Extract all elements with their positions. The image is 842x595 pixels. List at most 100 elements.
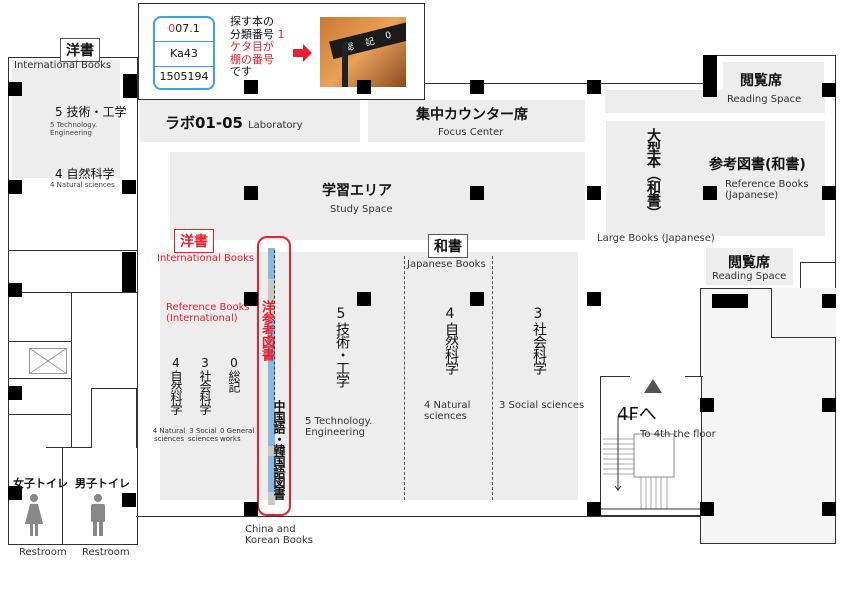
pillar — [122, 493, 136, 507]
jp-shelf-3-en: 3 Social sciences — [499, 400, 585, 411]
japanese-header-en: Japanese Books — [407, 259, 486, 270]
instruction-text: 探す本の 分類番号 1 ケタ目が 棚の番号 です — [230, 15, 285, 79]
reading-top-right-zone — [723, 62, 824, 110]
instruction-line: ケタ目が — [230, 40, 274, 53]
reference-japanese-zone — [606, 121, 825, 236]
wall — [62, 447, 63, 545]
wall — [8, 378, 72, 379]
instruction-line: 探す本の — [230, 15, 274, 28]
pillar — [8, 386, 22, 400]
pillar — [587, 186, 601, 200]
study-en: Study Space — [330, 204, 393, 215]
instruction-line: です — [230, 65, 252, 78]
strip-dashed-line — [274, 250, 275, 400]
shelf-number: 3 — [201, 356, 209, 370]
pillar — [244, 292, 258, 306]
pillar — [244, 502, 258, 516]
pillar — [122, 252, 136, 292]
left-sec4-en: 4 Natural sciences — [50, 181, 115, 189]
shelf-jp: 総記 — [227, 370, 241, 392]
pillar — [8, 486, 22, 500]
pillar — [822, 186, 836, 200]
intl-shelf-4: 4 自然科学 — [168, 356, 184, 414]
study-zone — [170, 152, 585, 240]
right-arrow-icon — [293, 44, 313, 66]
right-small-room — [800, 262, 836, 288]
sign-text: 0 — [384, 30, 393, 42]
instruction-highlight: 1 — [277, 27, 285, 41]
lab-zone — [140, 100, 360, 142]
instruction-line: 分類番号 — [230, 27, 274, 41]
jp-shelf-4-en: 4 Natural sciences — [424, 400, 471, 422]
stairs-jp: 4Fへ — [617, 404, 657, 425]
pillar — [244, 80, 258, 94]
shelf-jp: 技術・工学 — [334, 322, 350, 387]
men-icon — [88, 494, 108, 542]
wall — [91, 388, 137, 448]
pillar — [8, 283, 22, 297]
pillar — [357, 80, 371, 94]
pillar — [8, 180, 22, 194]
pillar — [822, 502, 836, 516]
pillar — [822, 398, 836, 412]
call-number-class: 07.1 — [175, 22, 200, 35]
shelf-number: 3 — [533, 306, 543, 322]
lab-label: ラボ01-05 Laboratory — [165, 114, 303, 132]
up-arrow-icon — [644, 378, 662, 397]
pillar — [703, 55, 717, 97]
instruction-line: 棚の番号 — [230, 52, 274, 66]
left-intl-header-en: International Books — [14, 60, 112, 71]
pillar — [712, 294, 748, 308]
focus-en: Focus Center — [438, 127, 504, 138]
call-number-author: Ka43 — [155, 42, 213, 67]
intl-header-en: International Books — [157, 253, 255, 264]
pillar — [700, 398, 714, 412]
reference-strip — [268, 248, 275, 505]
jp-shelf-3: 3 社会科学 — [529, 306, 547, 374]
women-icon — [24, 494, 44, 542]
pillar — [357, 292, 371, 306]
shelf-number: 4 — [445, 306, 455, 322]
wall — [8, 414, 72, 415]
intl-shelf-0: 0 総記 — [226, 356, 242, 392]
jp-shelf-5-en: 5 Technology. Engineering — [305, 416, 373, 438]
reference-intl-en: Reference Books (International) — [166, 302, 250, 324]
shelf-jp: 自然科学 — [443, 322, 459, 374]
large-books-jp: 大型本（和書） — [645, 128, 661, 219]
pillar — [703, 186, 717, 200]
reference-japanese-en: Reference Books (Japanese) — [725, 179, 809, 201]
call-number-first-digit: 0 — [168, 22, 176, 35]
intl-shelf-3-en: 3 Social sciences — [188, 427, 218, 443]
sign-text: 記 — [364, 36, 376, 49]
pillar — [587, 502, 601, 516]
shelf-number: 5 — [336, 306, 346, 322]
intl-shelf-3: 3 社会科学 — [197, 356, 213, 414]
shelf-jp: 自然科学 — [169, 370, 183, 414]
pillar — [470, 292, 484, 306]
pillar — [244, 186, 258, 200]
reference-strip-highlight — [257, 236, 291, 516]
large-books-en: Large Books (Japanese) — [597, 233, 715, 244]
shelf-number: 4 — [172, 356, 180, 370]
reading-lower-en: Reading Space — [712, 271, 787, 282]
intl-header: 洋書 — [174, 229, 214, 253]
shelf-number: 0 — [230, 356, 238, 370]
info-box: 007.1 Ka43 1505194 探す本の 分類番号 1 ケタ目が 棚の番号… — [138, 3, 425, 100]
ck-books-jp: 中国語・韓国語図書 — [272, 400, 286, 499]
reading-lower-jp: 閲覧席 — [728, 255, 770, 271]
pillar — [822, 83, 836, 97]
reading-lower-zone — [706, 248, 793, 285]
left-sec5-jp: 5 技術・工学 — [55, 105, 127, 119]
stairwell — [600, 376, 703, 516]
japanese-header: 和書 — [428, 234, 468, 258]
call-number-label: 007.1 Ka43 1505194 — [153, 16, 215, 90]
jp-divider-2 — [492, 256, 493, 500]
stairs-en: To 4th the floor — [640, 429, 716, 440]
men-restroom-label: 男子トイレ — [75, 477, 130, 490]
pillar — [470, 186, 484, 200]
lab-jp: ラボ01-05 — [165, 114, 243, 132]
women-restroom-en: Restroom — [19, 547, 67, 558]
jp-shelf-5: 5 技術・工学 — [332, 306, 350, 387]
wall — [8, 292, 138, 293]
